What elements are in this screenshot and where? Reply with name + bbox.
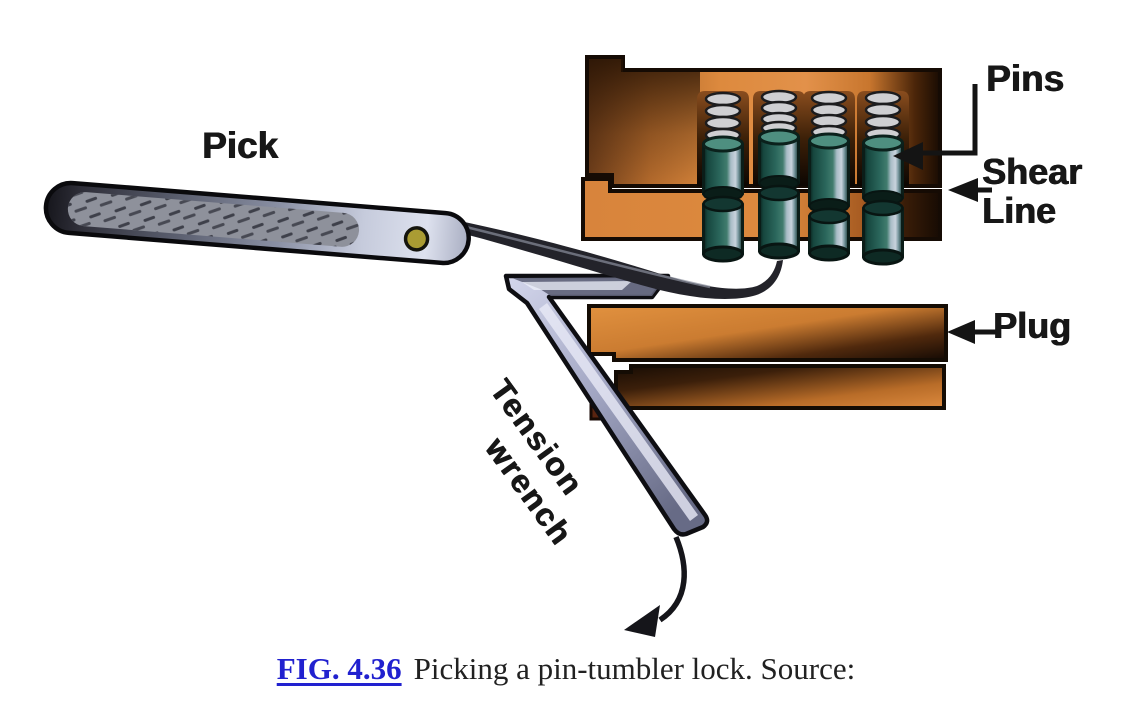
handle-rivet — [403, 226, 430, 252]
pick-handle — [43, 180, 471, 266]
rotation-arrow — [624, 535, 687, 637]
figure-caption: FIG. 4.36 Picking a pin-tumbler lock. Sou… — [0, 651, 1132, 687]
pin-stack — [758, 128, 800, 260]
pins-label: Pins — [986, 58, 1065, 99]
spring — [760, 89, 798, 136]
plug-bar-upper — [587, 304, 948, 362]
plug-body — [587, 304, 948, 421]
spring — [704, 91, 742, 143]
pin-stack — [702, 135, 744, 263]
caption-text: Picking a pin-tumbler lock. Source: — [413, 651, 856, 686]
figure-reference-link[interactable]: FIG. 4.36 — [276, 651, 402, 686]
plug-bar-lower — [614, 364, 946, 410]
shear-line-label-line2: Line — [982, 190, 1057, 231]
shear-line-pointer — [948, 178, 992, 202]
pin-stacks — [702, 128, 904, 266]
pin-stack — [808, 132, 850, 262]
shear-line-label-line1: Shear — [982, 151, 1083, 192]
pick-label: Pick — [202, 125, 279, 166]
spring — [810, 90, 848, 140]
plug-pointer — [947, 320, 997, 344]
tension-wrench — [503, 273, 710, 537]
pick-tool — [43, 180, 783, 299]
pick-shaft — [457, 221, 783, 299]
pin-stack — [862, 134, 904, 266]
pins-pointer — [893, 84, 978, 170]
plug-label: Plug — [993, 305, 1071, 346]
